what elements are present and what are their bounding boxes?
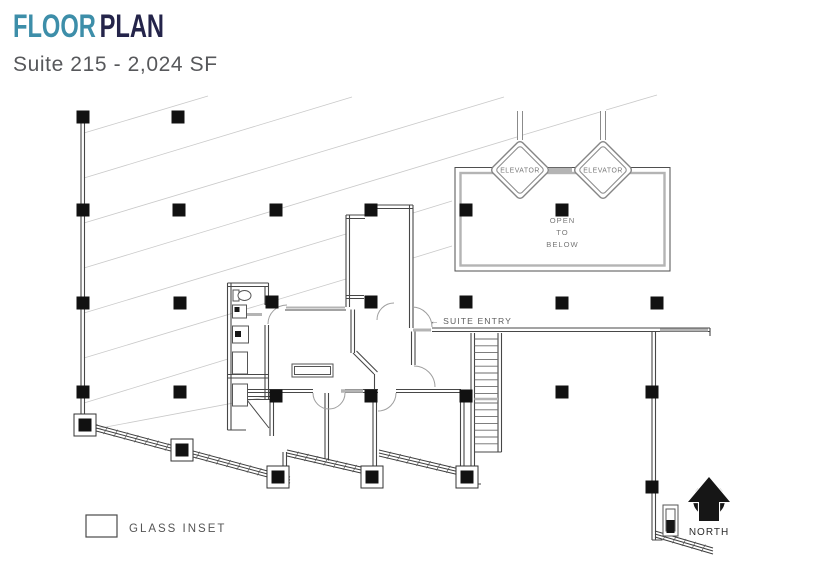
walls (80, 111, 711, 541)
glass-inset-label: GLASS INSET (129, 523, 226, 535)
stair-treads (474, 338, 498, 445)
title-dark-word: PLAN (99, 8, 165, 44)
elevator-right: ELEVATOR (573, 140, 633, 200)
doors (246, 302, 436, 429)
open-to-below-label-line1: OPEN (550, 216, 576, 225)
elevator-left: ELEVATOR (490, 140, 550, 200)
cabinet-2 (232, 383, 248, 407)
fixtures (232, 289, 679, 537)
north-arrow-pointer (686, 475, 732, 523)
suite-entry-label: ← SUITE ENTRY (430, 316, 512, 326)
elevator-right-label: ELEVATOR (583, 168, 623, 175)
hatch-lines (83, 94, 658, 431)
north-arrow: NORTH (686, 475, 732, 538)
elevator-left-label: ELEVATOR (500, 168, 540, 175)
glass-inset-swatch (85, 514, 118, 538)
open-to-below-label-line2: TO (556, 228, 568, 237)
cabinet-1 (232, 351, 248, 375)
elevator-stems (517, 111, 606, 173)
north-label: NORTH (689, 527, 729, 538)
open-to-below-label-line3: BELOW (546, 240, 578, 249)
title-accent-word: FLOOR (13, 8, 96, 44)
suite-subtitle: Suite 215 - 2,024 SF (13, 53, 218, 76)
structural-columns (73, 110, 664, 494)
toilet-bowl (237, 290, 252, 301)
legend: GLASS INSET (85, 514, 226, 538)
open-to-below-shaft: OPEN TO BELOW (454, 167, 671, 272)
